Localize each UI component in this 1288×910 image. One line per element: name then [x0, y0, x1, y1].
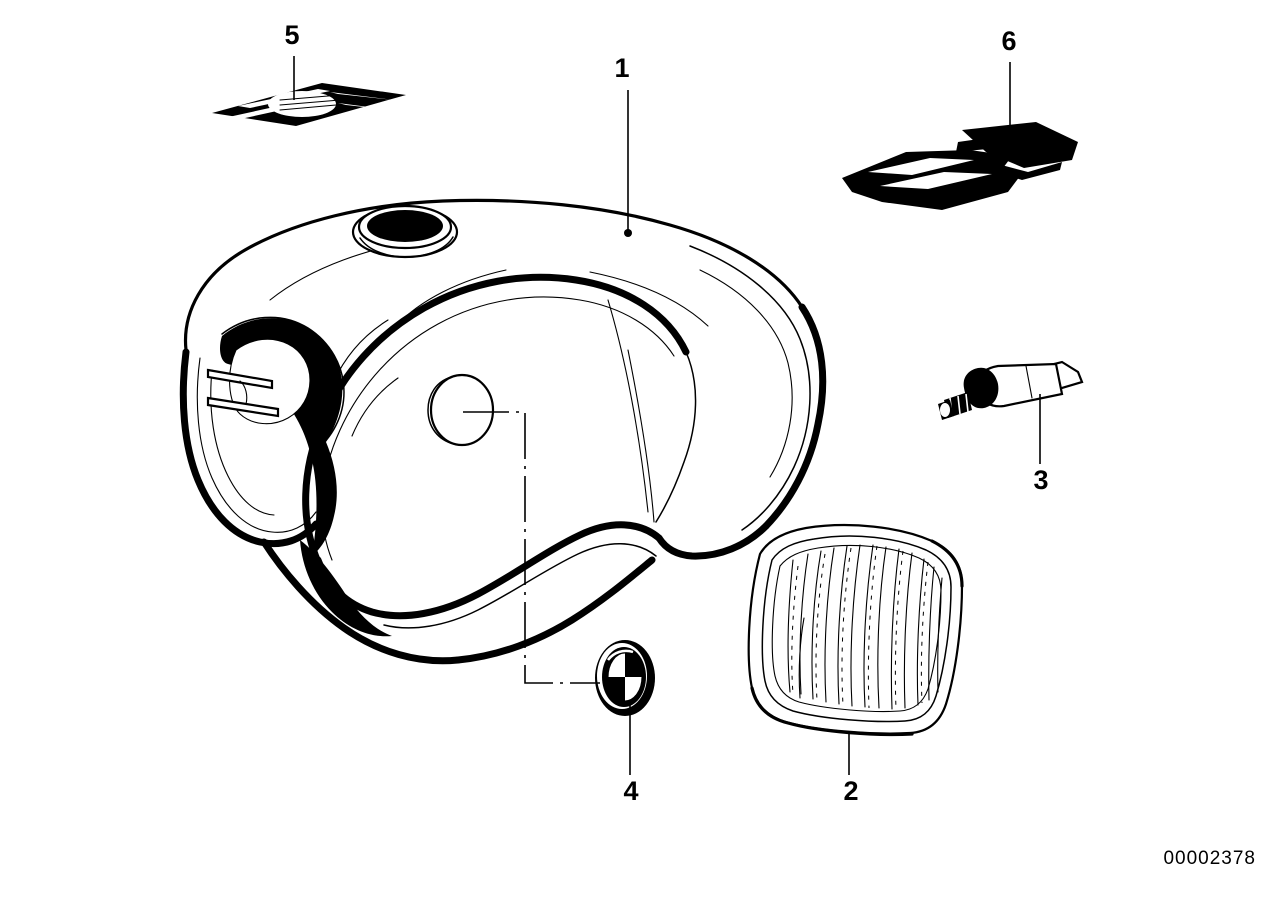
knee-pad-right-edge — [930, 539, 964, 588]
callout-2[interactable]: 2 — [843, 733, 859, 806]
tank-right-rear-edge — [762, 303, 827, 530]
emblem-highlight — [607, 649, 634, 661]
decal-right-stripe-1 — [868, 158, 974, 175]
knee-pad-inner-border — [761, 535, 952, 723]
callout-1-label: 1 — [614, 53, 629, 83]
diagram-id-label: 00002378 — [1163, 848, 1256, 869]
callout-4[interactable]: 4 — [623, 700, 639, 806]
part-stripe-decal-left[interactable] — [212, 83, 406, 126]
callout-2-label: 2 — [843, 776, 858, 806]
tank-front-left-inner — [196, 357, 317, 533]
callout-3-label: 3 — [1033, 465, 1048, 495]
tank-bottom-rear-edge — [454, 556, 656, 664]
adhesive-tube-seam-1 — [1025, 365, 1033, 399]
emblem-face-outline — [607, 652, 643, 702]
part-adhesive-tube[interactable] — [938, 360, 1084, 420]
tank-top-outline — [183, 198, 804, 352]
adhesive-tube-shoulder — [963, 367, 999, 409]
tank-filler-neck-lower-lip — [359, 236, 454, 258]
adhesive-tube-orifice — [940, 403, 950, 417]
callout-6[interactable]: 6 — [1001, 26, 1017, 140]
tank-rear-bottom-edge — [655, 522, 770, 560]
tank-emblem-hole — [429, 373, 495, 447]
callout-4-label: 4 — [623, 776, 638, 806]
tank-mount-bracket-lower — [206, 396, 280, 418]
tank-top-crease-4 — [351, 377, 399, 437]
tank-mount-bracket-upper — [206, 368, 274, 390]
knee-pad-ribs — [787, 544, 943, 710]
decal-left-logo-oval — [268, 91, 336, 117]
decal-left-logo-lines — [279, 94, 341, 111]
emblem-mount-leader — [463, 411, 600, 684]
tank-side-panel-edge-right — [655, 351, 697, 523]
tank-rear-fold-1 — [607, 299, 649, 513]
tank-front-left-edge — [179, 348, 320, 548]
tank-top-crease-2 — [395, 269, 507, 327]
tank-bottom-front-edge — [260, 538, 462, 665]
decal-right-stripe-2 — [880, 172, 992, 189]
adhesive-tube-seam-2 — [1055, 363, 1063, 395]
knee-pad-bottom-edge — [750, 686, 914, 737]
part-fuel-tank[interactable] — [179, 198, 827, 665]
tank-lower-rear-curve — [314, 521, 663, 620]
callout-5-label: 5 — [284, 20, 299, 50]
callout-5[interactable]: 5 — [284, 20, 300, 100]
tank-mount-bracket-link — [239, 380, 248, 405]
callout-6-label: 6 — [1001, 26, 1016, 56]
part-bmw-roundel-emblem[interactable] — [595, 640, 655, 716]
knee-pad-rib-shading — [791, 545, 929, 710]
callout-1[interactable]: 1 — [614, 53, 632, 237]
tank-top-crease-3 — [329, 319, 389, 391]
tank-emblem-hole-shadow — [427, 376, 455, 445]
tank-lower-rear-curve-2 — [383, 543, 657, 629]
emblem-quarter-upper-right — [625, 653, 642, 677]
callout-3[interactable]: 3 — [1033, 394, 1049, 495]
tank-rear-shoulder-line-2 — [699, 269, 793, 478]
tank-tunnel-rim — [221, 316, 345, 453]
decal-right-tip-piece — [962, 122, 1078, 168]
tank-rear-shoulder-line — [689, 245, 811, 531]
tank-front-lower-shadow — [300, 540, 392, 637]
callout-1-dot — [624, 229, 632, 237]
part-stripe-decal-right[interactable] — [842, 122, 1078, 210]
part-rubber-knee-pad[interactable] — [747, 524, 964, 737]
tank-top-crease-5 — [589, 271, 709, 327]
tank-tunnel-recess-shadow — [220, 318, 343, 556]
decal-left-stripe-2 — [330, 92, 394, 100]
tank-side-panel-edge — [302, 273, 690, 566]
emblem-quarter-lower-left — [608, 677, 625, 701]
tank-rear-fold-2 — [627, 349, 655, 523]
decal-right-tip-tab — [956, 136, 1000, 152]
tank-filler-neck-opening — [367, 210, 443, 242]
